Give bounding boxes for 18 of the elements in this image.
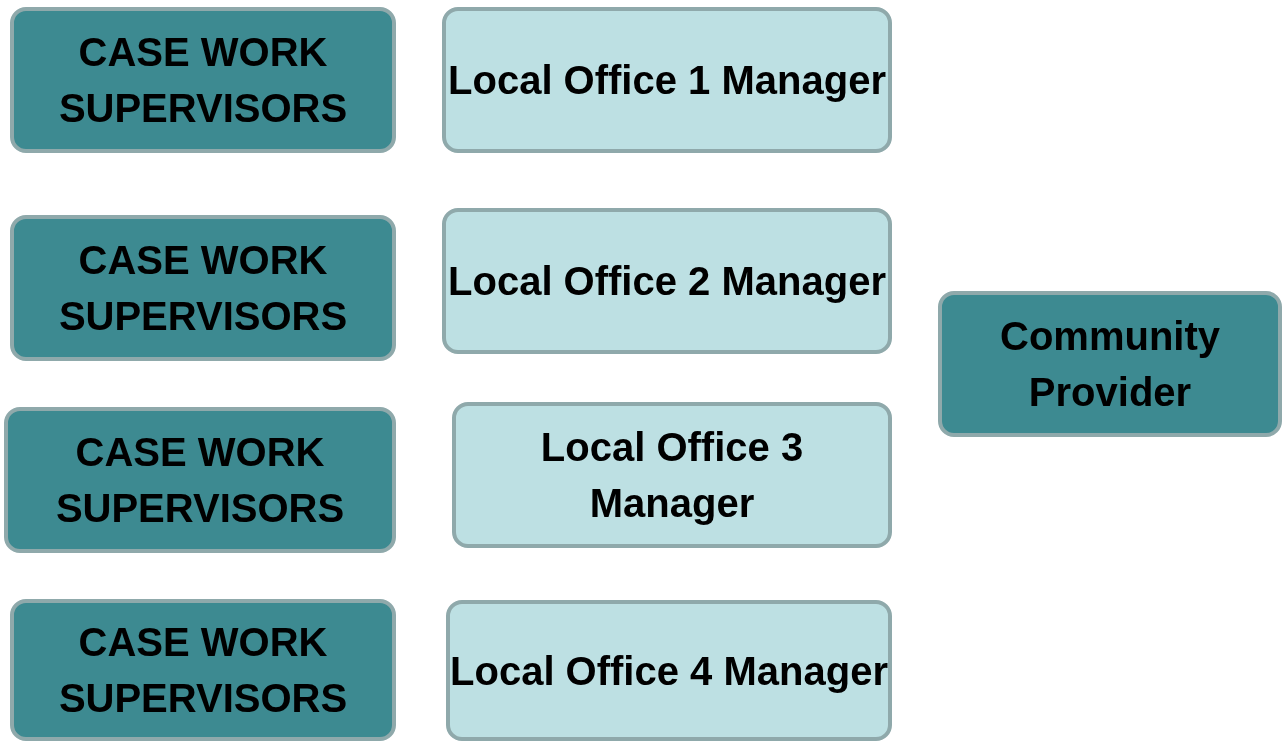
- role-label: Local Office 3 Manager: [539, 424, 805, 527]
- role-box: [452, 402, 892, 548]
- role-label: CASE WORK SUPERVISORS: [57, 29, 349, 132]
- role-box: [10, 599, 396, 741]
- role-label: Local Office 4 Manager: [450, 647, 888, 695]
- role-box: [10, 7, 396, 153]
- role-box: [442, 208, 892, 354]
- role-label: Local Office 2 Manager: [448, 258, 886, 305]
- role-label: CASE WORK SUPERVISORS: [54, 429, 346, 532]
- role-label: CASE WORK SUPERVISORS: [57, 619, 349, 722]
- role-label: CASE WORK SUPERVISORS: [57, 237, 349, 340]
- role-box: [938, 291, 1282, 437]
- role-box: [446, 600, 892, 741]
- role-box: [4, 407, 396, 553]
- role-label: Community Provider: [999, 313, 1221, 416]
- role-box: [10, 215, 396, 361]
- role-box: [442, 7, 892, 153]
- role-label: Local Office 1 Manager: [448, 57, 886, 104]
